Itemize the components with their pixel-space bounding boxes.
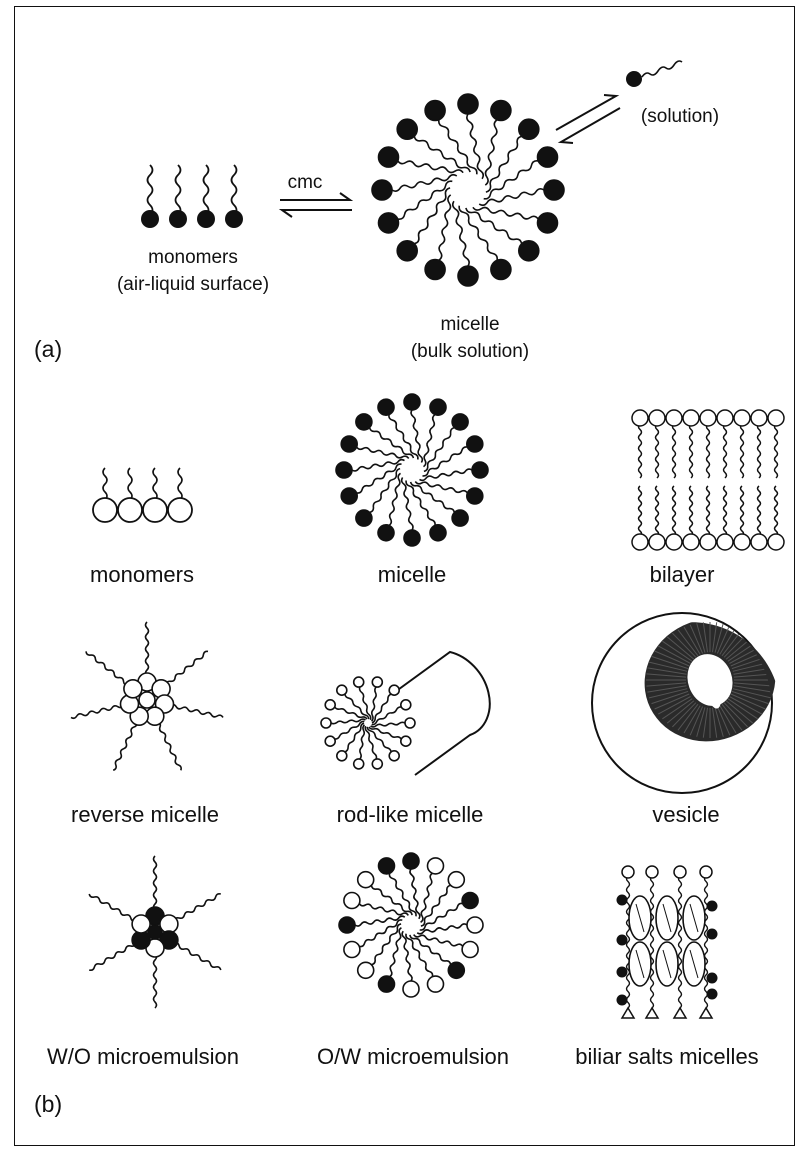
panel-a-tag: (a) [34,336,62,362]
monomers-sublabel: (air-liquid surface) [117,274,269,295]
micelle-label: micelle [440,314,499,335]
panel-b-tag: (b) [34,1091,62,1117]
equilibrium-arrows-cmc [280,193,352,217]
monomers-surface-glyph [141,165,243,228]
free-monomer-glyph [626,61,682,87]
panel-a: monomers (air-liquid surface) cmc micell… [34,61,719,362]
structure-label-bilayer: bilayer [650,562,715,587]
structure-label-monomers: monomers [90,562,194,587]
monomers-label: monomers [148,247,238,268]
vesicle-glyph [592,600,793,793]
reverse-micelle-glyph [71,622,223,770]
structure-label-biliar-salts-micelles: biliar salts micelles [575,1044,758,1069]
bilayer-glyph [632,410,784,550]
micelle-glyph [336,394,488,546]
structure-label-micelle: micelle [378,562,446,587]
biliar-salts-micelles-glyph [617,866,718,1018]
micelle-sublabel: (bulk solution) [411,341,529,362]
structure-label-wo-microemulsion: W/O microemulsion [47,1044,239,1069]
rod-like-micelle-glyph [321,652,490,775]
structure-label-reverse-micelle: reverse micelle [71,802,219,827]
panel-b: monomers micelle bilayer reverse micelle… [34,394,793,1117]
structure-label-vesicle: vesicle [652,802,719,827]
ow-microemulsion-glyph [339,853,483,997]
cmc-label: cmc [288,172,323,193]
structure-label-rod-like-micelle: rod-like micelle [337,802,484,827]
micelle-bulk-glyph [372,94,564,286]
solution-label: (solution) [641,106,719,127]
structure-label-ow-microemulsion: O/W microemulsion [317,1044,509,1069]
wo-microemulsion-glyph [89,856,221,1008]
monomers-glyph [93,468,192,522]
equilibrium-arrows-solution [556,95,620,143]
